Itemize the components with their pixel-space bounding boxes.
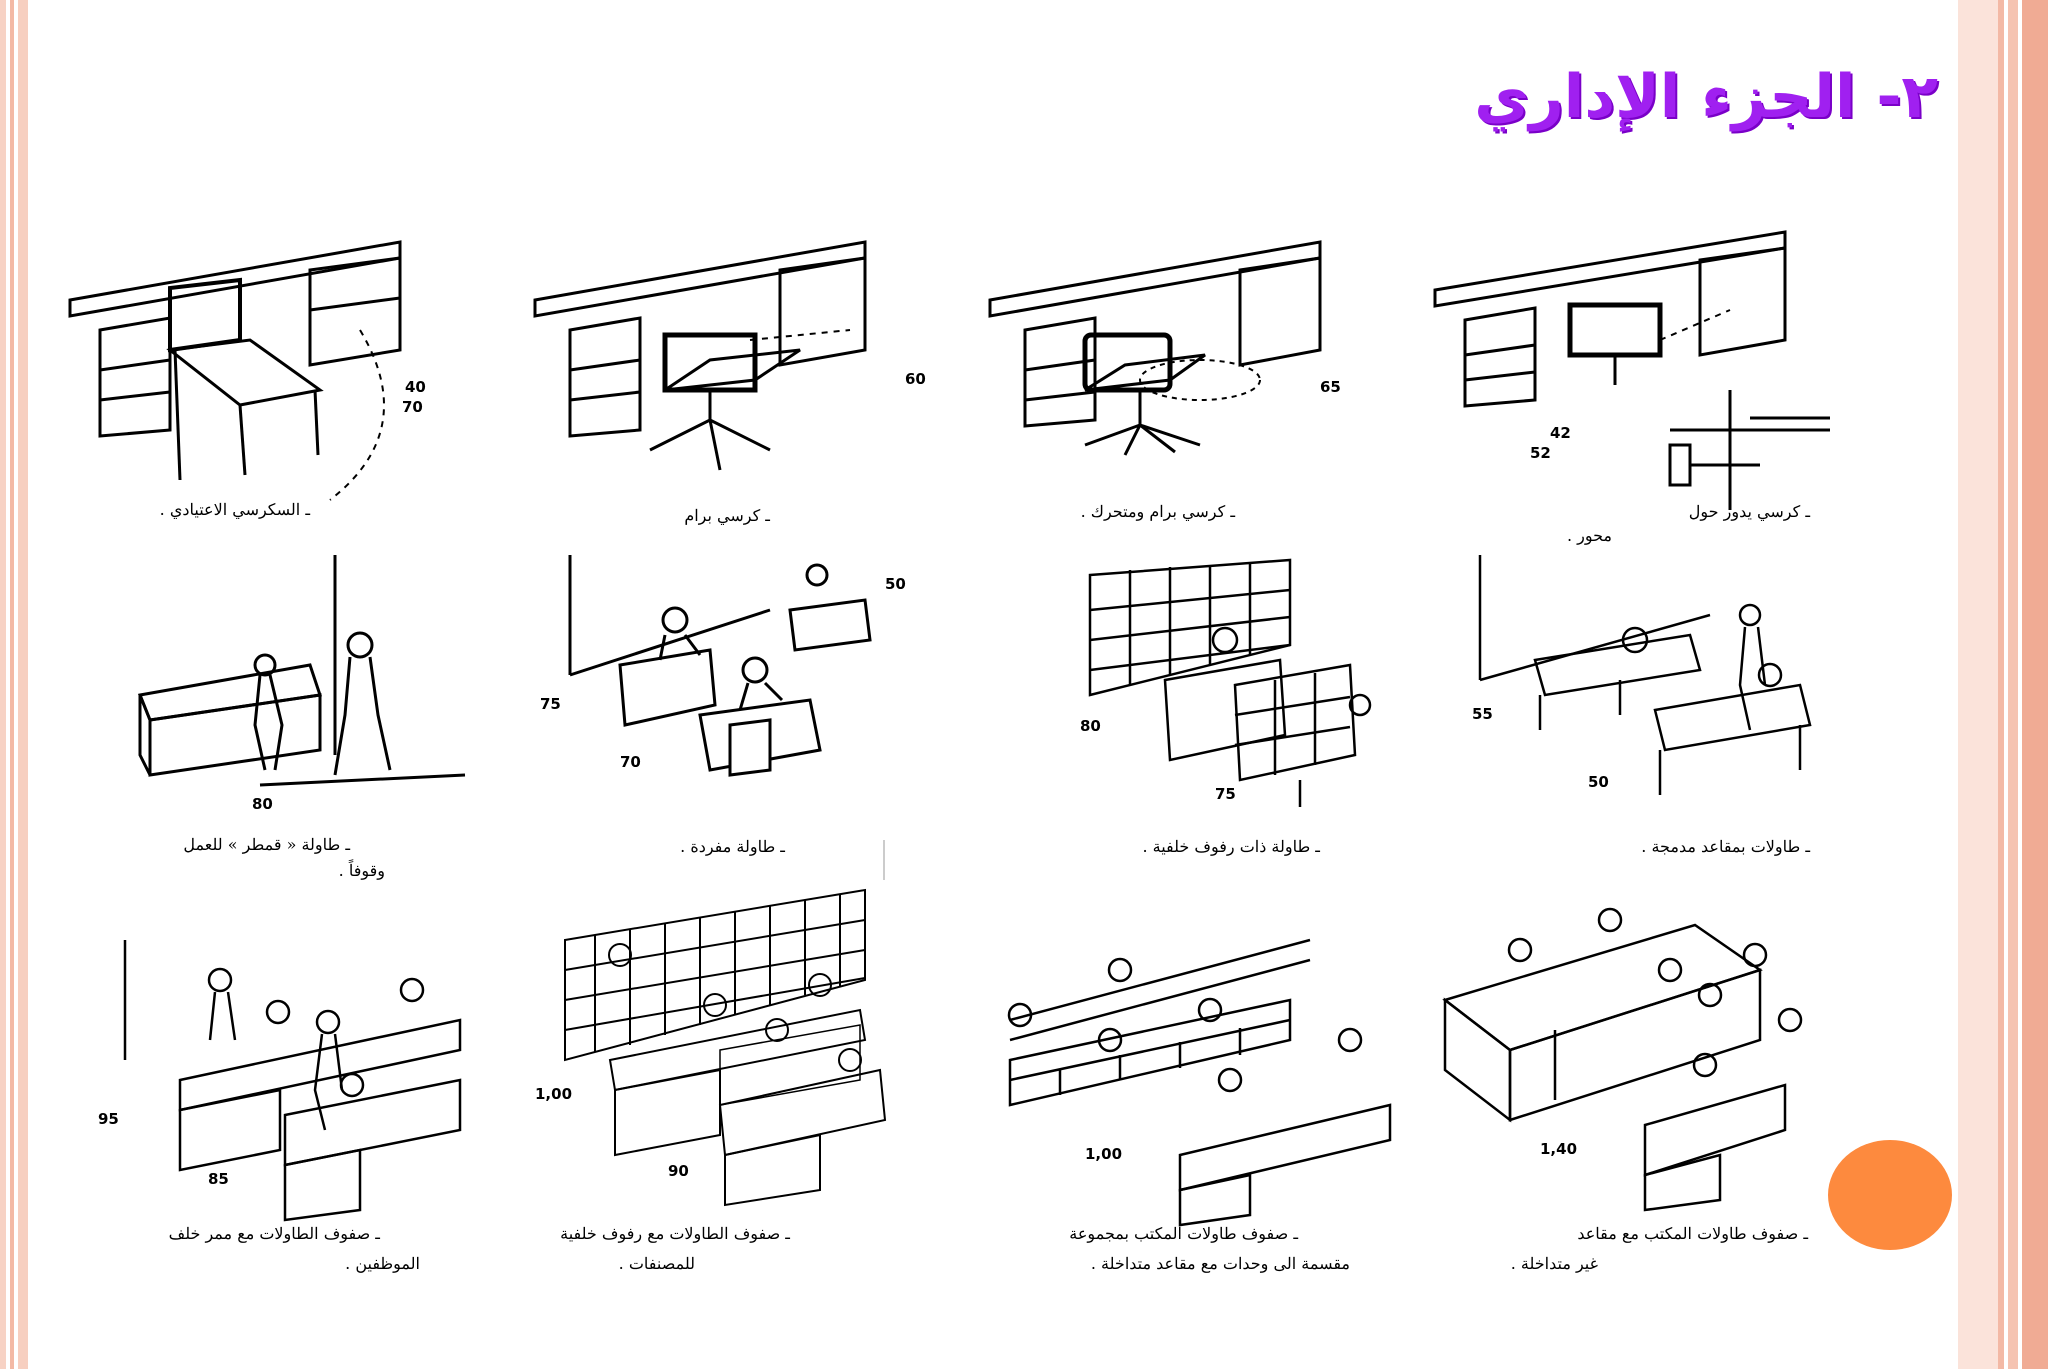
panel-standing-desk: 80 ـ طاولة « قمطر » للعمل وقوفاً . — [60, 555, 500, 915]
panel-caption-line2: غير متداخلة . — [1510, 1254, 1598, 1273]
panel-caption: ـ صفوف الطاولات مع ممر خلف — [168, 1224, 380, 1243]
dimension-label: 70 — [620, 753, 641, 771]
standing-desk-drawing — [137, 555, 466, 787]
panel-desk-with-shelves: 80 75 ـ طاولة ذات رفوف خلفية . — [1050, 555, 1490, 915]
panel-caption: ـ كرسي برام — [684, 506, 770, 525]
dimension-label: 50 — [885, 575, 906, 593]
dimension-label: 70 — [402, 398, 423, 416]
rows-grouped-interlocking-drawing — [1007, 938, 1392, 1227]
dimension-label: 65 — [1320, 378, 1341, 396]
dimension-label: 80 — [252, 795, 273, 813]
dimension-label: 85 — [208, 1170, 229, 1188]
panel-desks-integrated-seats: 55 50 ـ طاولات بمقاعد مدمجة . — [1430, 555, 1870, 915]
panel-rows-with-filing-shelves: 1,00 90 ـ صفوف الطاولات مع رفوف خلفية لل… — [520, 888, 960, 1273]
desks-integrated-seats-drawing — [1478, 555, 1812, 795]
dimension-label: 50 — [1588, 773, 1609, 791]
single-desk-drawing — [568, 555, 872, 777]
dimension-label: 40 — [405, 378, 426, 396]
dimension-label: 60 — [905, 370, 926, 388]
panel-caption-line2: وقوفاً . — [338, 861, 385, 880]
orange-accent-dot — [1828, 1140, 1952, 1250]
slide-title: ٢- الجزء الإداري — [1474, 62, 1938, 132]
right-decorative-border — [1958, 0, 2048, 1369]
panel-rows-non-interlocking: 1,40 ـ صفوف طاولات المكتب مع مقاعد غير م… — [1430, 900, 1870, 1273]
panel-caption: ـ طاولات بمقاعد مدمجة . — [1641, 837, 1810, 856]
panel-rows-with-aisle: 95 85 ـ صفوف الطاولات مع ممر خلف الموظفي… — [60, 930, 500, 1290]
panel-caption: ـ كرسي برام ومتحرك . — [1080, 502, 1235, 521]
panel-caption: ـ السكرسي الاعتيادي . — [159, 500, 310, 519]
panel-caption: ـ طاولة ذات رفوف خلفية . — [1142, 837, 1320, 856]
panel-caption-line2: الموظفين . — [345, 1254, 420, 1273]
panel-rows-grouped-interlocking: 1,00 ـ صفوف طاولات المكتب بمجموعة مقسمة … — [990, 920, 1430, 1280]
dimension-label: 1,40 — [1540, 1140, 1578, 1158]
panel-swivel-chair: 60 ـ كرسي برام — [520, 230, 960, 590]
mobile-swivel-chair-drawing — [988, 240, 1322, 456]
dimension-label: 80 — [1080, 717, 1101, 735]
panel-caption-line2: محور . — [1566, 526, 1612, 545]
panel-caption: ـ طاولة مفردة . — [680, 837, 785, 856]
panel-caption-line2: مقسمة الى وحدات مع مقاعد متداخلة . — [1090, 1254, 1350, 1273]
standard-chair-drawing — [68, 240, 402, 501]
dimension-label: 75 — [1215, 785, 1236, 803]
dimension-label: 95 — [98, 1110, 119, 1128]
desk-with-shelves-drawing — [1088, 558, 1372, 807]
divider — [883, 840, 885, 880]
dimension-label: 1,00 — [535, 1085, 573, 1103]
dimension-label: 1,00 — [1085, 1145, 1123, 1163]
panel-caption-line2: للمصنفات . — [618, 1254, 695, 1273]
left-decorative-border — [0, 0, 28, 1369]
panel-caption: ـ صفوف طاولات المكتب مع مقاعد — [1577, 1224, 1808, 1243]
swivel-chair-drawing — [533, 240, 867, 471]
rows-non-interlocking-drawing — [1442, 907, 1803, 1212]
dimension-label: 90 — [668, 1162, 689, 1180]
panel-standard-chair: 40 70 ـ السكرسي الاعتيادي . — [60, 230, 500, 590]
dimension-label: 55 — [1472, 705, 1493, 723]
dimension-label: 75 — [540, 695, 561, 713]
rows-with-filing-shelves-drawing — [564, 888, 887, 1207]
panel-caption: ـ صفوف طاولات المكتب بمجموعة — [1069, 1224, 1298, 1243]
pivot-chair-drawing — [1433, 230, 1830, 510]
panel-caption: ـ كرسي يدور حول — [1688, 502, 1810, 521]
dimension-label: 52 — [1530, 444, 1551, 462]
dimension-label: 42 — [1550, 424, 1571, 442]
rows-with-aisle-drawing — [123, 940, 462, 1222]
panel-caption: ـ طاولة « قمطر » للعمل — [183, 835, 350, 854]
panel-caption: ـ صفوف الطاولات مع رفوف خلفية — [560, 1224, 790, 1243]
panel-mobile-swivel-chair: 65 ـ كرسي برام ومتحرك . — [985, 230, 1425, 590]
panel-pivot-chair: 42 52 ـ كرسي يدور حول محور . — [1430, 230, 1870, 590]
panel-single-desk: 50 75 70 ـ طاولة مفردة . — [520, 555, 960, 915]
